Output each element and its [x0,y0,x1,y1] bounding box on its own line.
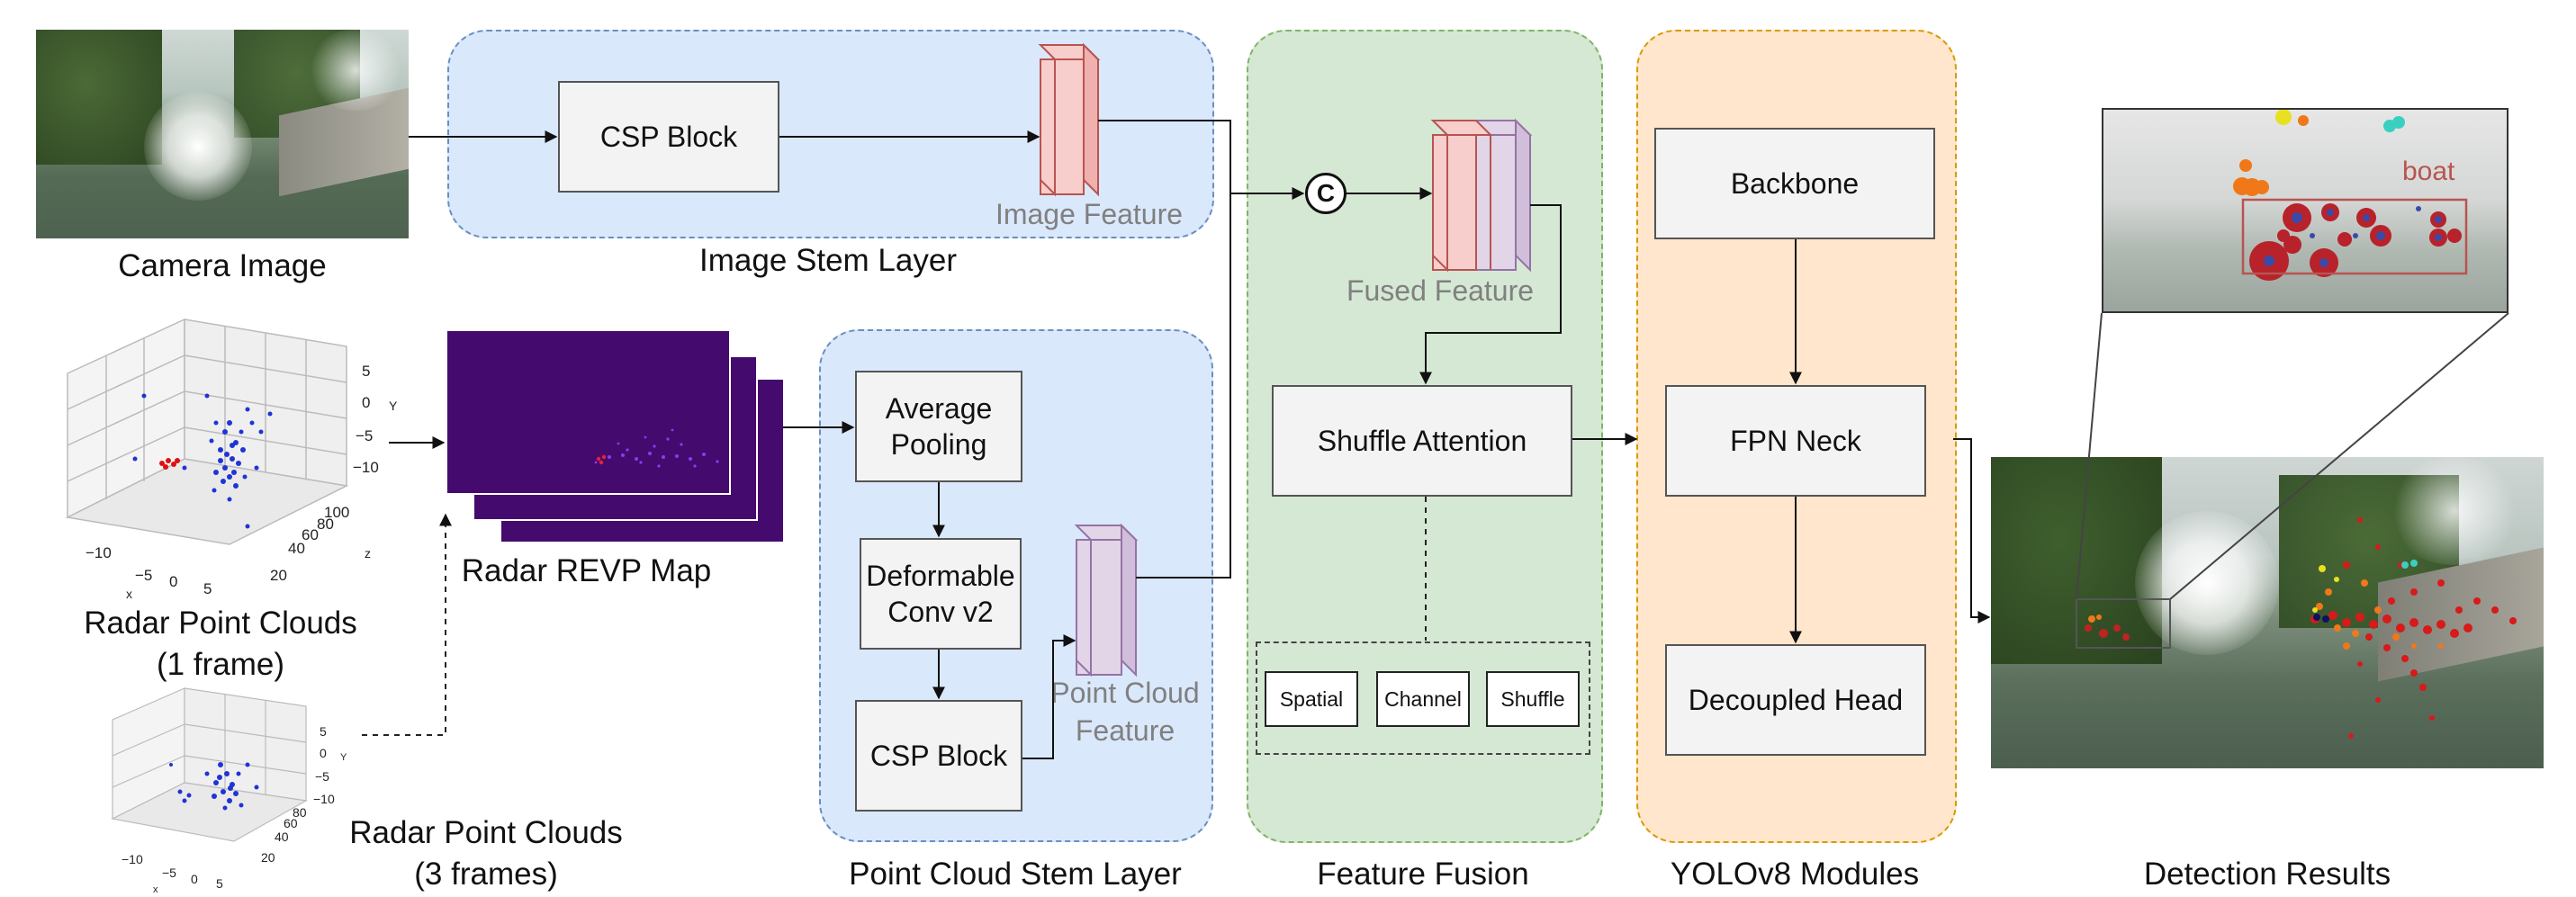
svg-text:5: 5 [362,363,370,380]
svg-text:−10: −10 [353,459,379,476]
svg-text:Y: Y [389,399,398,413]
yolo-modules-title: YOLOv8 Modules [1670,857,1920,892]
svg-text:5: 5 [203,580,212,597]
svg-text:z: z [365,546,371,561]
svg-text:80: 80 [293,805,307,820]
svg-text:−10: −10 [313,792,335,806]
svg-text:40: 40 [275,830,289,844]
average-pooling-block: Average Pooling [855,371,1022,482]
fused-feature-label: Fused Feature [1346,274,1535,307]
svg-text:x: x [153,884,158,895]
svg-text:Y: Y [340,752,347,763]
svg-text:5: 5 [216,876,223,891]
fpn-neck-block: FPN Neck [1665,385,1926,497]
image-csp-block: CSP Block [558,81,779,193]
svg-text:−5: −5 [315,769,329,784]
revp-map-layer-1 [446,329,731,495]
svg-text:x: x [126,587,132,601]
svg-text:0: 0 [169,573,177,590]
svg-text:60: 60 [284,816,298,830]
concat-symbol: C [1316,179,1336,207]
backbone-block: Backbone [1654,128,1935,239]
svg-text:−10: −10 [86,544,112,561]
svg-text:−5: −5 [135,567,152,584]
deformable-conv-block: Deformable Conv v2 [860,538,1022,650]
image-feature-label: Image Feature [995,198,1184,230]
detection-results-title: Detection Results [2143,857,2391,892]
channel-submodule: Channel [1376,671,1470,727]
attention-submodules-group [1256,641,1590,755]
detection-scene-image [1991,457,2544,768]
svg-text:20: 20 [261,850,275,865]
point-cloud-feature-label: Point Cloud Feature [1050,677,1200,747]
svg-text:0: 0 [191,872,198,886]
svg-text:100: 100 [324,504,349,521]
shuffle-attention-block: Shuffle Attention [1272,385,1572,497]
svg-text:−5: −5 [162,866,176,880]
shuffle-submodule: Shuffle [1486,671,1580,727]
svg-text:40: 40 [288,540,305,557]
revp-map-caption: Radar REVP Map [461,553,712,588]
image-stem-title: Image Stem Layer [699,243,957,278]
feature-fusion-title: Feature Fusion [1317,857,1529,892]
spatial-submodule: Spatial [1265,671,1358,727]
decoupled-head-block: Decoupled Head [1665,644,1926,756]
svg-text:80: 80 [317,516,334,533]
svg-text:20: 20 [270,567,287,584]
radar-3frame-caption: Radar Point Clouds (3 frames) [349,815,623,892]
camera-image [36,30,409,238]
radar-1frame-caption: Radar Point Clouds (1 frame) [84,605,357,682]
concat-circle: C [1305,173,1347,214]
svg-text:0: 0 [320,746,327,760]
camera-image-caption: Camera Image [118,248,327,283]
detection-zoom-image: boat [2102,108,2508,313]
point-cloud-stem-title: Point Cloud Stem Layer [849,857,1182,892]
svg-text:−5: −5 [356,427,373,444]
svg-text:−10: −10 [122,852,143,866]
svg-text:5: 5 [320,724,327,739]
pc-csp-block: CSP Block [855,700,1022,812]
boat-detection-label: boat [2402,157,2455,186]
svg-text:0: 0 [362,394,370,411]
svg-text:60: 60 [302,526,319,543]
